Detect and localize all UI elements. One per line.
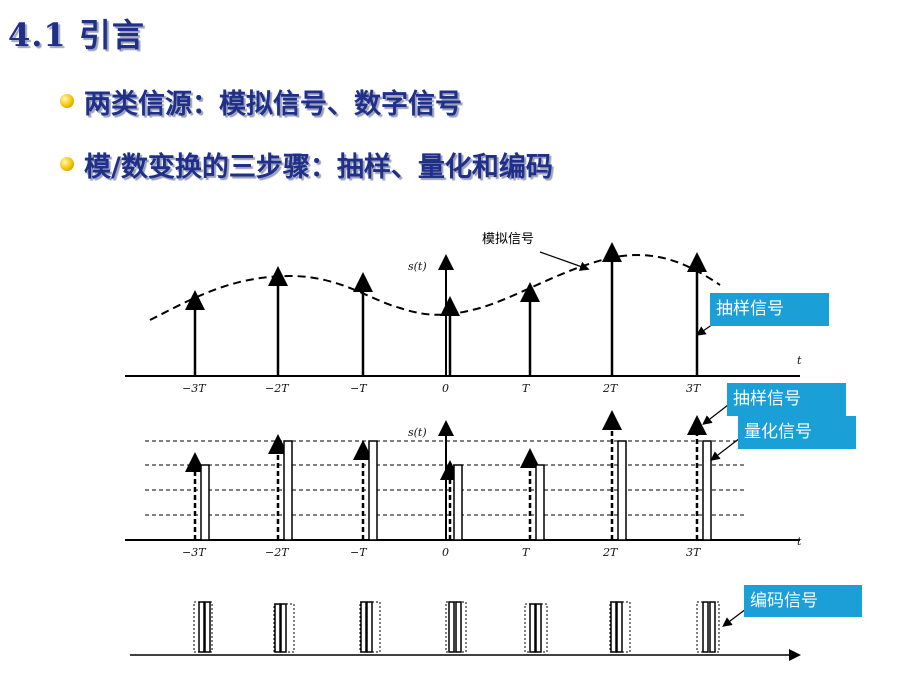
callout-sampled-signal-1: 抽样信号 <box>710 293 829 326</box>
tick-label: −2T <box>265 546 290 559</box>
t-label-2: t <box>797 535 802 548</box>
tick-label: 3T <box>686 546 702 559</box>
tick-label: 2T <box>602 546 619 559</box>
quantized-bar <box>617 440 627 541</box>
code-pulse <box>610 601 617 653</box>
tick-label: −T <box>350 546 368 559</box>
tick-label: −T <box>350 382 368 395</box>
bullet-dot-1 <box>60 94 74 108</box>
code-pulse <box>366 601 373 653</box>
code-pulse <box>198 601 205 653</box>
code-pulse <box>274 603 281 653</box>
tick-label: 0 <box>442 382 449 395</box>
callout-pointer <box>710 437 741 461</box>
code-pulse <box>448 601 455 653</box>
code-pulse <box>709 601 716 653</box>
panel-quantization: t s(t) −3T −2T −T 0 T 2T 3T <box>125 404 802 559</box>
slide-title: 4.1 引言 <box>8 16 145 54</box>
analog-label: 模拟信号 <box>482 232 534 247</box>
panel-encoding <box>130 601 801 661</box>
tick-label: 2T <box>602 382 619 395</box>
tick-label: 3T <box>686 382 702 395</box>
callout-sampled-signal-2: 抽样信号 <box>727 383 846 416</box>
code-pulse <box>616 601 623 653</box>
code-pulse <box>204 601 211 653</box>
tick-label: −3T <box>182 546 207 559</box>
bullet-dot-2 <box>60 157 74 171</box>
st-label-2: s(t) <box>408 426 427 439</box>
tick-label: T <box>522 546 531 559</box>
tick-label: −2T <box>265 382 290 395</box>
quantized-bar <box>368 440 378 541</box>
code-pulse <box>280 603 287 653</box>
analog-signal-curve <box>149 254 721 321</box>
code-pulse <box>535 603 542 653</box>
code-pulse <box>529 603 536 653</box>
panel-sampling: t 模拟信号 s(t) −3T −2T −T 0 T 2T 3T <box>125 232 802 395</box>
quantized-bar <box>453 464 463 541</box>
tick-label: 0 <box>442 546 449 559</box>
code-pulse <box>360 601 367 653</box>
quantized-bar <box>200 464 210 541</box>
quantized-bar <box>702 440 712 541</box>
code-pulse <box>455 601 462 653</box>
tick-label: T <box>522 382 531 395</box>
quantized-bar <box>535 464 545 541</box>
st-label-1: s(t) <box>408 260 427 273</box>
analog-label-arrow <box>539 251 590 271</box>
code-pulse <box>702 601 709 653</box>
tick-label: −3T <box>182 382 207 395</box>
t-label-1: t <box>797 354 802 367</box>
bullet-text-1: 两类信源：模拟信号、数字信号 <box>84 89 462 120</box>
quantized-bar <box>283 440 293 541</box>
callout-encoded-signal: 编码信号 <box>744 585 862 617</box>
callout-quantized-signal: 量化信号 <box>738 416 856 449</box>
bullet-text-2: 模/数变换的三步骤：抽样、量化和编码 <box>84 152 553 183</box>
callout-pointer <box>702 404 729 425</box>
